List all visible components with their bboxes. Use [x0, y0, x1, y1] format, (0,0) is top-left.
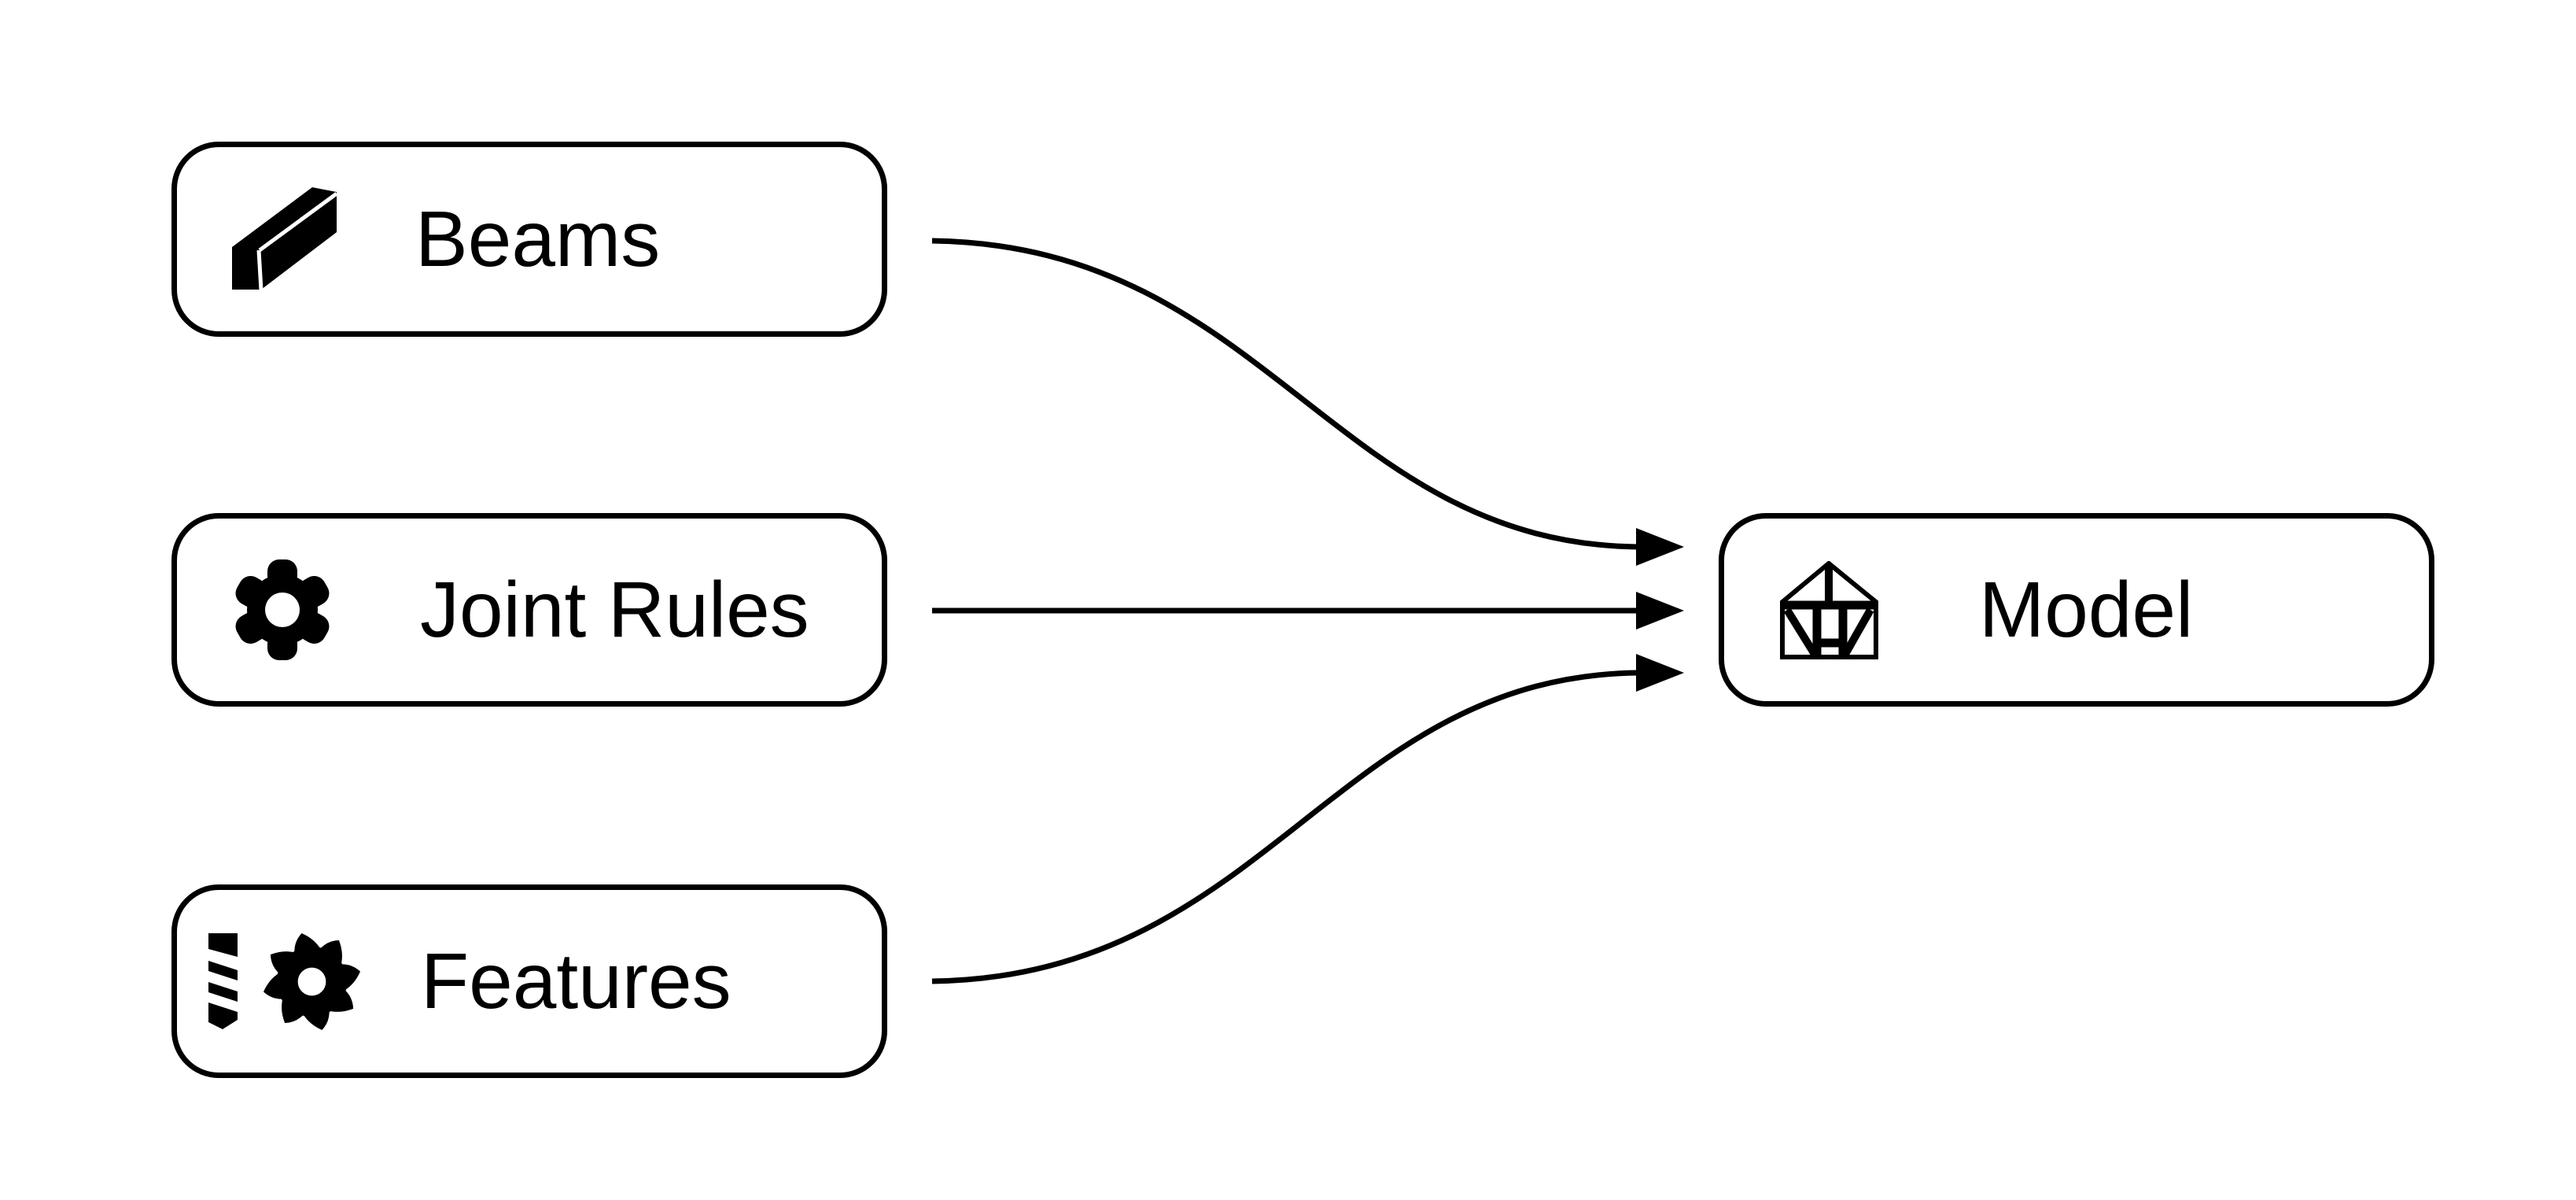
node-joint-rules: Joint Rules [171, 513, 887, 707]
drill-bit-icon [208, 933, 238, 1029]
arrowhead-features-edge [1636, 654, 1684, 692]
node-model: Model [1719, 513, 2434, 707]
node-features-label: Features [421, 937, 732, 1025]
edge-beams-to-model [931, 238, 1638, 550]
arrowhead-beams-edge [1636, 528, 1684, 566]
saw-blade-icon [263, 932, 361, 1030]
beam-icon [232, 187, 337, 291]
node-beams: Beams [171, 142, 887, 337]
arrowhead-joint-rules-edge [1636, 592, 1684, 630]
node-joint-rules-label: Joint Rules [420, 566, 809, 654]
node-features: Features [171, 884, 887, 1078]
edge-features-to-model [931, 670, 1638, 984]
timber-frame-house-icon [1780, 560, 1878, 659]
node-model-label: Model [1979, 566, 2194, 654]
node-beams-label: Beams [415, 195, 661, 283]
gear-icon [235, 559, 330, 660]
